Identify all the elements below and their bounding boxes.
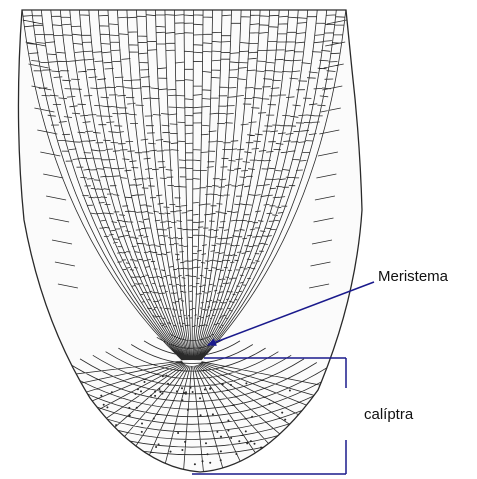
cell-nucleus-dot — [220, 450, 222, 452]
cell-nucleus-dot — [167, 383, 169, 385]
cell-nucleus-dot — [238, 440, 240, 442]
cell-nucleus-dot — [216, 431, 218, 433]
cell-nucleus-dot — [227, 430, 229, 432]
cell-nucleus-dot — [227, 420, 229, 422]
cell-nucleus-dot — [155, 460, 157, 462]
cell-nucleus-dot — [165, 375, 167, 377]
cell-nucleus-dot — [307, 406, 309, 408]
cell-nucleus-dot — [245, 382, 247, 384]
cell-nucleus-dot — [81, 423, 83, 425]
cell-nucleus-dot — [246, 442, 248, 444]
cell-nucleus-dot — [190, 387, 192, 389]
cell-nucleus-dot — [106, 406, 108, 408]
cell-nucleus-dot — [299, 425, 301, 427]
cell-nucleus-dot — [181, 387, 183, 389]
cell-nucleus-dot — [251, 416, 253, 418]
cell-nucleus-dot — [194, 463, 196, 465]
cell-nucleus-dot — [235, 453, 237, 455]
cell-nucleus-dot — [115, 424, 117, 426]
cell-nucleus-dot — [103, 404, 105, 406]
cell-nucleus-dot — [183, 392, 185, 394]
root-tip-outline — [0, 8, 406, 479]
cell-nucleus-dot — [284, 419, 286, 421]
cell-nucleus-dot — [181, 449, 183, 451]
cell-nucleus-dot — [281, 412, 283, 414]
cell-nucleus-dot — [212, 413, 214, 415]
cell-nucleus-dot — [204, 389, 206, 391]
cell-nucleus-dot — [254, 443, 256, 445]
cell-nucleus-dot — [107, 426, 109, 428]
cell-nucleus-dot — [155, 446, 157, 448]
cell-nucleus-dot — [64, 399, 66, 401]
cell-nucleus-dot — [79, 434, 81, 436]
cell-nucleus-dot — [230, 437, 232, 439]
cell-nucleus-dot — [187, 409, 189, 411]
cell-nucleus-dot — [176, 390, 178, 392]
cell-nucleus-dot — [207, 415, 209, 417]
cell-nucleus-dot — [233, 404, 235, 406]
cell-nucleus-dot — [230, 384, 232, 386]
cell-nucleus-dot — [181, 399, 183, 401]
cell-nucleus-dot — [154, 391, 156, 393]
cell-nucleus-dot — [202, 460, 204, 462]
cell-nucleus-dot — [250, 440, 252, 442]
cell-nucleus-dot — [86, 398, 88, 400]
cell-nucleus-dot — [141, 423, 143, 425]
cell-nucleus-dot — [141, 431, 143, 433]
cell-nucleus-dot — [128, 407, 130, 409]
cell-nucleus-dot — [170, 451, 172, 453]
meristema-label: Meristema — [378, 268, 448, 285]
cell-nucleus-dot — [150, 395, 152, 397]
cell-nucleus-dot — [144, 381, 146, 383]
cell-nucleus-dot — [136, 407, 138, 409]
cell-nucleus-dot — [129, 415, 131, 417]
cell-nucleus-dot — [153, 418, 155, 420]
root-outline — [18, 10, 362, 472]
cell-nucleus-dot — [200, 414, 202, 416]
cell-nucleus-dot — [209, 462, 211, 464]
cell-nucleus-dot — [291, 426, 293, 428]
cell-nucleus-dot — [209, 387, 211, 389]
cell-nucleus-dot — [289, 390, 291, 392]
cell-nucleus-dot — [159, 391, 161, 393]
cell-nucleus-dot — [137, 388, 139, 390]
cell-nucleus-dot — [140, 390, 142, 392]
cell-nucleus-dot — [158, 388, 160, 390]
cell-nucleus-dot — [205, 442, 207, 444]
cell-nucleus-dot — [177, 432, 179, 434]
cell-nucleus-dot — [312, 405, 314, 407]
cell-nucleus-dot — [162, 375, 164, 377]
cell-nucleus-dot — [199, 397, 201, 399]
cell-nucleus-dot — [192, 391, 194, 393]
cell-nucleus-dot — [100, 395, 102, 397]
cell-nucleus-dot — [207, 453, 209, 455]
cell-nucleus-dot — [154, 395, 156, 397]
cell-nucleus-dot — [156, 464, 158, 466]
cell-nucleus-dot — [185, 393, 187, 395]
cell-nucleus-dot — [222, 383, 224, 385]
cell-nucleus-dot — [305, 423, 307, 425]
cell-nucleus-dot — [245, 430, 247, 432]
cell-nucleus-dot — [220, 436, 222, 438]
cell-nucleus-dot — [135, 393, 137, 395]
caliptra-label: calíptra — [364, 406, 413, 423]
cell-nucleus-dot — [161, 393, 163, 395]
cell-nucleus-dot — [269, 403, 271, 405]
cell-nucleus-dot — [158, 443, 160, 445]
cell-nucleus-dot — [111, 391, 113, 393]
cell-nucleus-dot — [184, 441, 186, 443]
cell-nucleus-dot — [220, 459, 222, 461]
cell-nucleus-dot — [302, 425, 304, 427]
cell-nucleus-dot — [260, 447, 262, 449]
cell-nucleus-dot — [81, 433, 83, 435]
